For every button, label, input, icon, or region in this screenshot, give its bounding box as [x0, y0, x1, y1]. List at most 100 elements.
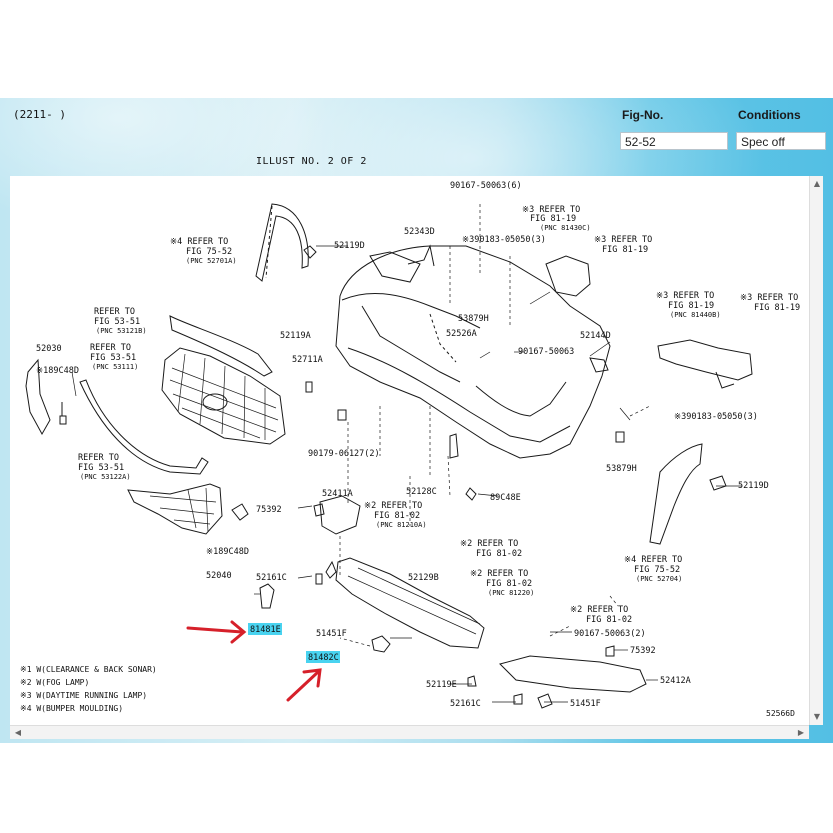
label-refer-81-19-c3[interactable]: (PNC 81440B) — [670, 311, 721, 319]
label-refer-75-52-a2[interactable]: FIG 75-52 — [186, 247, 232, 257]
label-refer-53-51-c3[interactable]: (PNC 53122A) — [80, 473, 131, 481]
label-90183-top[interactable]: ※390183-05050(3) — [462, 235, 546, 245]
label-90167-bottom[interactable]: 90167-50063(2) — [574, 629, 646, 639]
clip-52161c — [315, 573, 323, 585]
note-4: ※4 W(BUMPER MOULDING) — [20, 704, 123, 713]
label-52128c[interactable]: 52128C — [406, 487, 437, 497]
label-refer-81-19-a1[interactable]: ※3 REFER TO — [522, 205, 580, 215]
label-189c48d-bottom[interactable]: ※189C48D — [206, 547, 249, 557]
label-refer-53-51-b2[interactable]: FIG 53-51 — [90, 353, 136, 363]
label-refer-81-19-a2[interactable]: FIG 81-19 — [530, 214, 576, 224]
label-refer-81-02-d2[interactable]: FIG 81-02 — [586, 615, 632, 625]
label-52161c-bottom[interactable]: 52161C — [450, 699, 481, 709]
footnotes: ※1 W(CLEARANCE & BACK SONAR) ※2 W(FOG LA… — [20, 665, 157, 713]
label-refer-81-02-a1[interactable]: ※2 REFER TO — [364, 501, 422, 511]
label-refer-75-52-a1[interactable]: ※4 REFER TO — [170, 237, 228, 247]
clip-left-head — [59, 415, 67, 425]
pointer-arrows — [186, 620, 322, 702]
label-refer-53-51-b3[interactable]: (PNC 53111) — [92, 363, 138, 371]
label-refer-53-51-a1[interactable]: REFER TO — [94, 307, 135, 317]
label-52144d[interactable]: 52144D — [580, 331, 611, 341]
label-90179[interactable]: 90179-06127(2) — [308, 449, 380, 459]
label-52343d[interactable]: 52343D — [404, 227, 435, 237]
note-3: ※3 W(DAYTIME RUNNING LAMP) — [20, 691, 147, 700]
label-52411a[interactable]: 52411A — [322, 489, 353, 499]
fog-lamp-bezel-left — [127, 483, 223, 535]
label-refer-81-02-c2[interactable]: FIG 81-02 — [486, 579, 532, 589]
label-189c48d-left[interactable]: ※189C48D — [36, 366, 79, 376]
label-52119e[interactable]: 52119E — [426, 680, 457, 690]
label-refer-81-19-d1[interactable]: ※3 REFER TO — [740, 293, 798, 303]
conditions-field[interactable]: Spec off — [736, 132, 826, 150]
label-89c48e[interactable]: 89C48E — [490, 493, 521, 503]
parts-diagram[interactable]: 90167-50063(6) ※3 REFER TO FIG 81-19 (PN… — [10, 176, 823, 725]
clip-52119d-right — [709, 475, 727, 491]
label-refer-81-02-d1[interactable]: ※2 REFER TO — [570, 605, 628, 615]
label-refer-53-51-a3[interactable]: (PNC 53121B) — [96, 327, 147, 335]
label-refer-75-52-b1[interactable]: ※4 REFER TO — [624, 555, 682, 565]
label-75392-left[interactable]: 75392 — [256, 505, 282, 515]
label-52040[interactable]: 52040 — [206, 571, 232, 581]
scroll-left-icon[interactable]: ◀ — [14, 728, 22, 737]
label-refer-75-52-b2[interactable]: FIG 75-52 — [634, 565, 680, 575]
drl-lamp-bracket — [715, 371, 735, 389]
part-81482c-body — [371, 635, 391, 653]
label-90183-right[interactable]: ※390183-05050(3) — [674, 412, 758, 422]
label-refer-81-19-b1[interactable]: ※3 REFER TO — [594, 235, 652, 245]
front-bumper-cover — [335, 245, 611, 459]
horizontal-scrollbar[interactable]: ◀ ▶ — [10, 725, 809, 739]
vertical-scrollbar[interactable]: ▲ ▼ — [809, 176, 823, 725]
clip-89c48e — [465, 487, 477, 501]
label-51451f-left[interactable]: 51451F — [316, 629, 347, 639]
label-52119d-right[interactable]: 52119D — [738, 481, 769, 491]
label-81481e[interactable]: 81481E — [250, 625, 281, 635]
label-53879h-right[interactable]: 53879H — [606, 464, 637, 474]
label-refer-81-02-c3[interactable]: (PNC 81220) — [488, 589, 534, 597]
bumper-bracket — [369, 251, 421, 283]
label-52119a[interactable]: 52119A — [280, 331, 311, 341]
label-75392-right[interactable]: 75392 — [630, 646, 656, 656]
bracket-52343d — [407, 244, 435, 267]
scroll-down-icon[interactable]: ▼ — [813, 712, 821, 721]
label-refer-75-52-a3[interactable]: (PNC 52701A) — [186, 257, 237, 265]
scroll-up-icon[interactable]: ▲ — [813, 179, 821, 188]
label-refer-81-02-c1[interactable]: ※2 REFER TO — [470, 569, 528, 579]
clip-52161c-bottom — [513, 693, 523, 705]
label-52412a[interactable]: 52412A — [660, 676, 691, 686]
label-52526a[interactable]: 52526A — [446, 329, 477, 339]
label-refer-81-19-c2[interactable]: FIG 81-19 — [668, 301, 714, 311]
label-refer-53-51-a2[interactable]: FIG 53-51 — [94, 317, 140, 327]
label-refer-81-19-c1[interactable]: ※3 REFER TO — [656, 291, 714, 301]
clip-53879h-right — [615, 431, 625, 443]
label-refer-81-19-b2[interactable]: FIG 81-19 — [602, 245, 648, 255]
scroll-right-icon[interactable]: ▶ — [797, 728, 805, 737]
lower-spoiler — [335, 557, 485, 649]
label-90167-mid[interactable]: 90167-50063 — [518, 347, 574, 357]
label-refer-81-19-d2[interactable]: FIG 81-19 — [754, 303, 800, 313]
label-refer-53-51-c1[interactable]: REFER TO — [78, 453, 119, 463]
part-52144d — [589, 357, 609, 373]
label-52030[interactable]: 52030 — [36, 344, 62, 354]
label-refer-53-51-b1[interactable]: REFER TO — [90, 343, 131, 353]
drl-lamp — [657, 339, 753, 381]
label-refer-81-02-a2[interactable]: FIG 81-02 — [374, 511, 420, 521]
label-51451f-bottom[interactable]: 51451F — [570, 699, 601, 709]
label-refer-81-02-a3[interactable]: (PNC 81210A) — [376, 521, 427, 529]
clip-52119d-top — [303, 245, 317, 259]
label-81482c[interactable]: 81482C — [308, 653, 339, 663]
label-53879h-top[interactable]: 53879H — [458, 314, 489, 324]
part-90179 — [337, 409, 347, 421]
label-52711a[interactable]: 52711A — [292, 355, 323, 365]
label-52119d-top[interactable]: 52119D — [334, 241, 365, 251]
label-refer-75-52-b3[interactable]: (PNC 52704) — [636, 575, 682, 583]
fig-no-field[interactable]: 52-52 — [620, 132, 728, 150]
illustration-code: 52566D — [766, 709, 795, 718]
label-refer-81-19-a3[interactable]: (PNC 81430C) — [540, 224, 591, 232]
label-90167-top[interactable]: 90167-50063(6) — [450, 181, 522, 191]
label-refer-53-51-c2[interactable]: FIG 53-51 — [78, 463, 124, 473]
label-refer-81-02-b1[interactable]: ※2 REFER TO — [460, 539, 518, 549]
label-52129b[interactable]: 52129B — [408, 573, 439, 583]
label-52161c-left[interactable]: 52161C — [256, 573, 287, 583]
part-52128c — [449, 433, 459, 459]
label-refer-81-02-b2[interactable]: FIG 81-02 — [476, 549, 522, 559]
